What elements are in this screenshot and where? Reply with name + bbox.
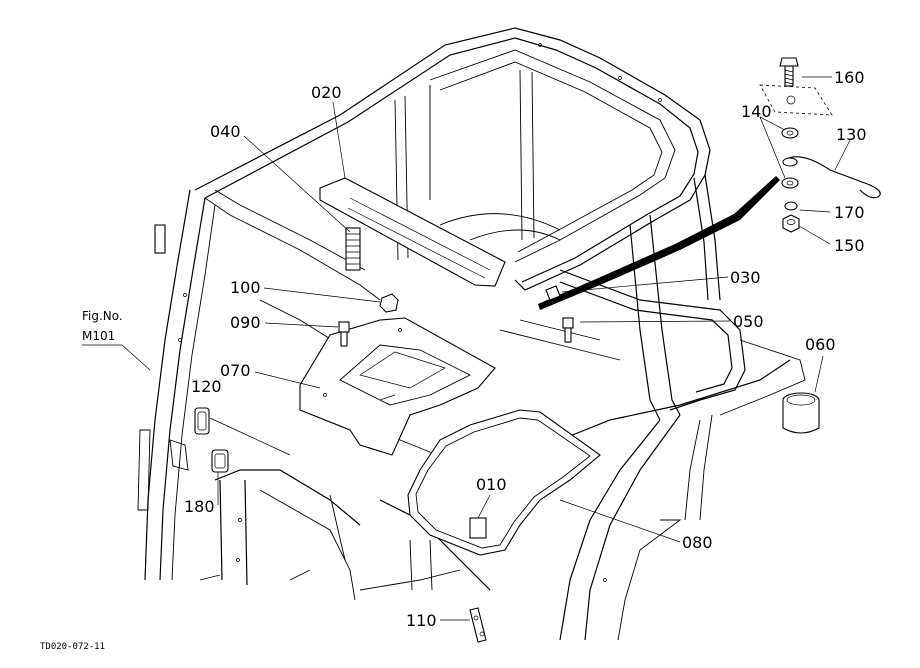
callout-130: 130 <box>836 125 867 144</box>
part-040-spring <box>345 227 361 271</box>
callout-070: 070 <box>220 361 251 380</box>
part-140-washer <box>781 127 799 189</box>
part-010-clip <box>469 517 487 539</box>
part-080-seal <box>407 409 601 556</box>
callout-050: 050 <box>733 312 764 331</box>
callout-120: 120 <box>191 377 222 396</box>
cab-frame <box>137 27 806 641</box>
fig-ref-label: Fig.No. <box>82 309 123 323</box>
callout-060: 060 <box>805 335 836 354</box>
callout-180: 180 <box>184 497 215 516</box>
part-160-bolt <box>779 57 799 87</box>
bracket-plate <box>759 84 833 116</box>
part-030-strip <box>538 176 780 310</box>
callout-140: 140 <box>741 102 772 121</box>
fig-ref-number: M101 <box>82 329 115 343</box>
callout-080: 080 <box>682 533 713 552</box>
part-050-bolt <box>562 317 574 343</box>
callout-020: 020 <box>311 83 342 102</box>
leader-lines <box>82 76 851 621</box>
part-070-panel <box>299 317 496 456</box>
part-090-bolt <box>338 321 350 347</box>
callout-040: 040 <box>210 122 241 141</box>
callout-100: 100 <box>230 278 261 297</box>
part-170-washer <box>784 201 798 211</box>
part-150-nut <box>782 214 800 233</box>
callout-labels: 020 040 100 090 070 120 180 010 080 110 … <box>40 68 867 652</box>
callout-110: 110 <box>406 611 437 630</box>
part-100-nut <box>379 293 399 313</box>
part-120-pad <box>194 407 210 435</box>
part-180-pad <box>211 449 229 473</box>
part-110-latch <box>469 607 487 643</box>
callout-090: 090 <box>230 313 261 332</box>
callout-160: 160 <box>834 68 865 87</box>
callout-030: 030 <box>730 268 761 287</box>
part-060-cap <box>782 392 820 434</box>
callout-170: 170 <box>834 203 865 222</box>
document-id: TD020-072-11 <box>40 642 105 652</box>
part-130-wire <box>782 156 881 199</box>
callout-010: 010 <box>476 475 507 494</box>
callout-150: 150 <box>834 236 865 255</box>
